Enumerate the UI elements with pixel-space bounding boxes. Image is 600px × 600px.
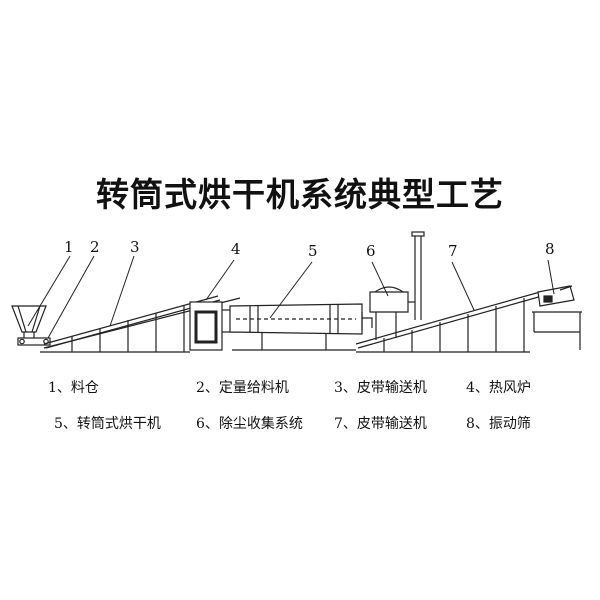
legend-item-7: 7、皮带输送机 (334, 416, 427, 432)
vibrating-screen (532, 285, 582, 350)
dust-collection-system (361, 231, 425, 340)
hopper-silo (11, 305, 47, 340)
legend-item-8: 8、振动筛 (466, 416, 531, 432)
rotary-drum-dryer (229, 303, 363, 351)
diagram-title: 转筒式烘干机系统典型工艺 (96, 175, 504, 214)
callout-number-7: 7 (448, 242, 458, 260)
legend-item-6: 6、除尘收集系统 (196, 416, 303, 432)
callout-number-4: 4 (231, 240, 241, 258)
legend-item-1: 1、料仓 (48, 380, 99, 396)
legend-item-4: 4、热风炉 (466, 380, 531, 396)
callout-number-8: 8 (545, 240, 555, 258)
callout-number-2: 2 (90, 238, 100, 256)
belt-conveyor-2 (355, 291, 543, 353)
legend-item-3: 3、皮带输送机 (334, 380, 427, 396)
callout-number-6: 6 (366, 242, 376, 260)
legend-item-2: 2、定量给料机 (196, 380, 289, 396)
callout-number-3: 3 (130, 238, 140, 256)
legend-item-5: 5、转筒式烘干机 (54, 416, 161, 432)
hot-air-furnace (189, 301, 236, 351)
callout-number-5: 5 (308, 242, 318, 260)
callout-number-1: 1 (64, 238, 74, 256)
leader-lines (27, 255, 555, 339)
